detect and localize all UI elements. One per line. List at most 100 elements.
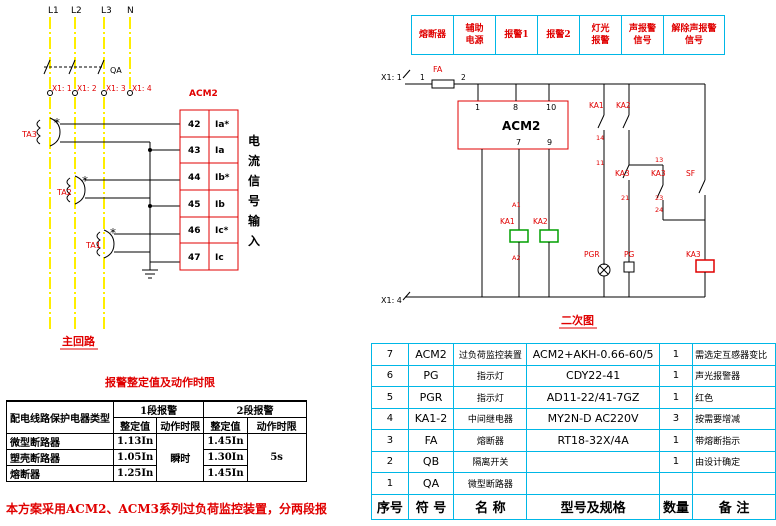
alarm-time-header-2: 动作时限 bbox=[246, 417, 307, 434]
buzzer-pg bbox=[623, 261, 635, 273]
secondary-end-terminal: X1: 4 bbox=[381, 296, 402, 305]
alarm-row: 微型断路器 1.13In 瞬时 1.45In 5s bbox=[6, 433, 307, 482]
parts-cell-index: 5 bbox=[371, 386, 409, 409]
alarm-table-title: 报警整定值及动作时限 bbox=[105, 375, 215, 389]
terminal-x1-2: X1: 2 bbox=[77, 84, 97, 93]
terminal-name-ia: Ia bbox=[215, 146, 224, 156]
main-circuit-caption: 主回路 bbox=[62, 334, 96, 348]
main-circuit: L1 L2 L3 N QA X1: 1 X1: 2 X1: 3 X1: 4 bbox=[21, 6, 261, 350]
terminal-name-ic-star: Ic* bbox=[215, 226, 229, 236]
pin-mark-11: 11 bbox=[596, 159, 604, 167]
alarm-row-s1: 1.05In bbox=[112, 449, 158, 466]
buzzer-pg-label: PG bbox=[624, 250, 635, 259]
parts-cell-index: 6 bbox=[371, 364, 409, 387]
terminal-name-ic: Ic bbox=[215, 253, 224, 263]
parts-cell-symbol: FA bbox=[407, 429, 455, 452]
alarm-row-s2: 1.45In bbox=[203, 465, 248, 482]
parts-cell-symbol: PGR bbox=[407, 386, 455, 409]
parts-cell-remark bbox=[692, 472, 776, 495]
fuse-label: FA bbox=[433, 65, 443, 74]
ct-ta3: TA3 * bbox=[21, 116, 180, 147]
ct-ta1-label: TA1 bbox=[85, 241, 101, 250]
acm2-pin-8: 8 bbox=[513, 103, 518, 112]
parts-cell-name: 指示灯 bbox=[453, 364, 528, 387]
pin-mark-14: 14 bbox=[596, 134, 604, 142]
phase-label-l3: L3 bbox=[101, 6, 112, 16]
acm2-pin-7: 7 bbox=[516, 138, 521, 147]
alarm-row-s2: 1.30In bbox=[203, 449, 248, 466]
scheme-note: 本方案采用ACM2、ACM3系列过负荷监控装置，分两段报 bbox=[6, 501, 327, 516]
alarm-row-s1: 1.25In bbox=[112, 465, 158, 482]
svg-text:电: 电 bbox=[248, 133, 260, 148]
parts-cell-name: 过负荷监控装置 bbox=[453, 343, 528, 366]
switch-sf-label: SF bbox=[686, 169, 695, 178]
contact-ka3-label-a: KA3 bbox=[615, 169, 630, 178]
alarm-col-type: 配电线路保护电器类型 bbox=[6, 400, 114, 434]
alarm-time-2: 5s bbox=[246, 433, 307, 482]
lamp-pgr-label: PGR bbox=[584, 250, 600, 259]
indicator-cell-sound-alarm: 声报警 信号 bbox=[621, 15, 664, 55]
parts-cell-remark: 需选定互感器变比 bbox=[692, 343, 776, 366]
relay-ka2-coil bbox=[539, 229, 559, 243]
svg-text:入: 入 bbox=[248, 234, 260, 248]
alarm-row-s2: 1.45In bbox=[203, 433, 248, 450]
secondary-circuit: X1: 1 X1: 4 FA 1 2 ACM2 1 8 10 7 9 bbox=[381, 65, 715, 329]
alarm-setting-header-1: 整定值 bbox=[112, 417, 158, 434]
ct-ta1: TA1 * bbox=[85, 226, 180, 259]
parts-cell-index: 2 bbox=[371, 450, 409, 473]
indicator-cell-alarm1: 报警1 bbox=[495, 15, 538, 55]
alarm-stage1-header: 1段报警 bbox=[112, 400, 205, 418]
parts-cell-model: AD11-22/41-7GZ bbox=[526, 386, 660, 409]
acm2-device-label: ACM2 bbox=[502, 119, 540, 133]
alarm-setting-table: 配电线路保护电器类型 1段报警 2段报警 整定值 动作时限 整定值 动作时限 微… bbox=[6, 400, 307, 482]
parts-cell-remark: 红色 bbox=[692, 386, 776, 409]
parts-cell-remark: 按需要增减 bbox=[692, 407, 776, 430]
contact-ka1-label: KA1 bbox=[589, 101, 604, 110]
pin-mark-24: 24 bbox=[655, 206, 663, 214]
parts-cell-model: MY2N-D AC220V bbox=[526, 407, 660, 430]
fuse-pin-1: 1 bbox=[420, 73, 425, 82]
alarm-row-s1: 1.13In bbox=[112, 433, 158, 450]
parts-cell-remark: 由设计确定 bbox=[692, 450, 776, 473]
ct-ta2: TA2 * bbox=[56, 174, 180, 205]
pin-mark-21: 21 bbox=[621, 194, 629, 202]
terminal-name-ib-star: Ib* bbox=[215, 173, 230, 183]
parts-header-cell: 备 注 bbox=[692, 493, 776, 520]
parts-cell-symbol: PG bbox=[407, 364, 455, 387]
terminal-num-43: 43 bbox=[188, 146, 201, 156]
relay-ka3-label: KA3 bbox=[686, 250, 701, 259]
phase-label-l2: L2 bbox=[71, 6, 82, 16]
relay-ka1-label: KA1 bbox=[500, 217, 515, 226]
svg-text:流: 流 bbox=[248, 153, 260, 168]
pin-mark-13: 13 bbox=[655, 156, 663, 164]
alarm-setting-header-2: 整定值 bbox=[203, 417, 248, 434]
parts-cell-symbol: KA1-2 bbox=[407, 407, 455, 430]
terminal-num-44: 44 bbox=[188, 173, 201, 183]
parts-cell-qty: 1 bbox=[658, 386, 694, 409]
acm2-pin-9: 9 bbox=[547, 138, 552, 147]
parts-cell-qty: 3 bbox=[658, 407, 694, 430]
terminal-x1-1: X1: 1 bbox=[52, 84, 72, 93]
parts-cell-index: 3 bbox=[371, 429, 409, 452]
parts-cell-name: 熔断器 bbox=[453, 429, 528, 452]
parts-header-cell: 序号 bbox=[371, 493, 409, 520]
ct-ta3-polarity: * bbox=[54, 116, 60, 130]
terminal-num-47: 47 bbox=[188, 253, 201, 263]
acm2-main-label: ACM2 bbox=[189, 89, 218, 99]
parts-header-row: 序号符 号名 称型号及规格数量备 注 bbox=[371, 493, 776, 520]
x1-terminals: X1: 1 X1: 2 X1: 3 X1: 4 bbox=[47, 84, 152, 96]
parts-cell-remark: 带熔断指示 bbox=[692, 429, 776, 452]
relay-ka3-coil bbox=[695, 259, 715, 273]
terminal-x1-4: X1: 4 bbox=[132, 84, 152, 93]
parts-cell-symbol: ACM2 bbox=[407, 343, 455, 366]
relay-ka2-label: KA2 bbox=[533, 217, 548, 226]
fuse-fa bbox=[431, 79, 455, 89]
parts-cell-index: 1 bbox=[371, 472, 409, 495]
parts-cell-model: RT18-32X/4A bbox=[526, 429, 660, 452]
svg-text:输: 输 bbox=[248, 213, 261, 228]
